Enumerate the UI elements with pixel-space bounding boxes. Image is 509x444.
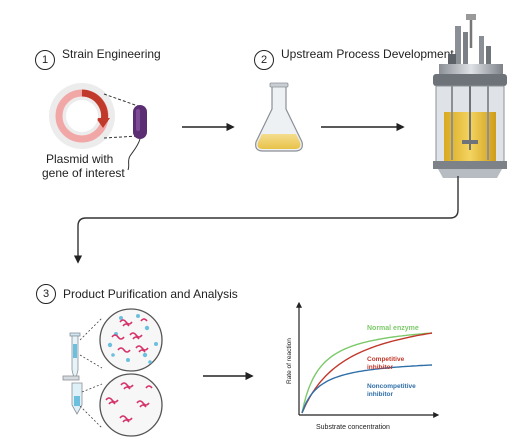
- enzyme-kinetics-chart: Substrate concentration Rate of reaction…: [286, 301, 440, 431]
- bioreactor-icon: [433, 14, 507, 178]
- curve-2: [301, 364, 433, 414]
- curve-0: [301, 332, 433, 414]
- y-axis-label: Rate of reaction: [286, 338, 293, 384]
- competitive-label-line2: inhibitor: [367, 364, 393, 371]
- noncompetitive-label-line2: inhibitor: [367, 391, 393, 398]
- step-3-number: 3: [36, 284, 56, 304]
- competitive-label-line1: Competitive: [367, 356, 405, 363]
- x-axis-label: Substrate concentration: [316, 424, 390, 431]
- chromatography-column-icon: [62, 332, 83, 415]
- step-3-title: Product Purification and Analysis: [63, 287, 238, 301]
- magnified-sample-top: [99, 308, 163, 372]
- magnified-sample-bottom: [99, 373, 163, 437]
- curve-1: [301, 332, 433, 414]
- bacterium-icon: [127, 105, 147, 171]
- normal-enzyme-label: Normal enzyme: [367, 325, 419, 332]
- plasmid-icon: [49, 83, 115, 149]
- flow-arrow-to-step-3: [73, 176, 459, 264]
- flask-icon: [255, 82, 303, 152]
- plasmid-caption-line2: gene of interest: [42, 166, 125, 180]
- step-2-title: Upstream Process Development: [281, 47, 454, 61]
- plasmid-caption-line1: Plasmid with: [46, 152, 114, 166]
- step-1-title: Strain Engineering: [62, 47, 161, 61]
- noncompetitive-label-line1: Noncompetitive: [367, 383, 416, 390]
- step-2-number: 2: [254, 50, 274, 70]
- step-1-number: 1: [35, 50, 55, 70]
